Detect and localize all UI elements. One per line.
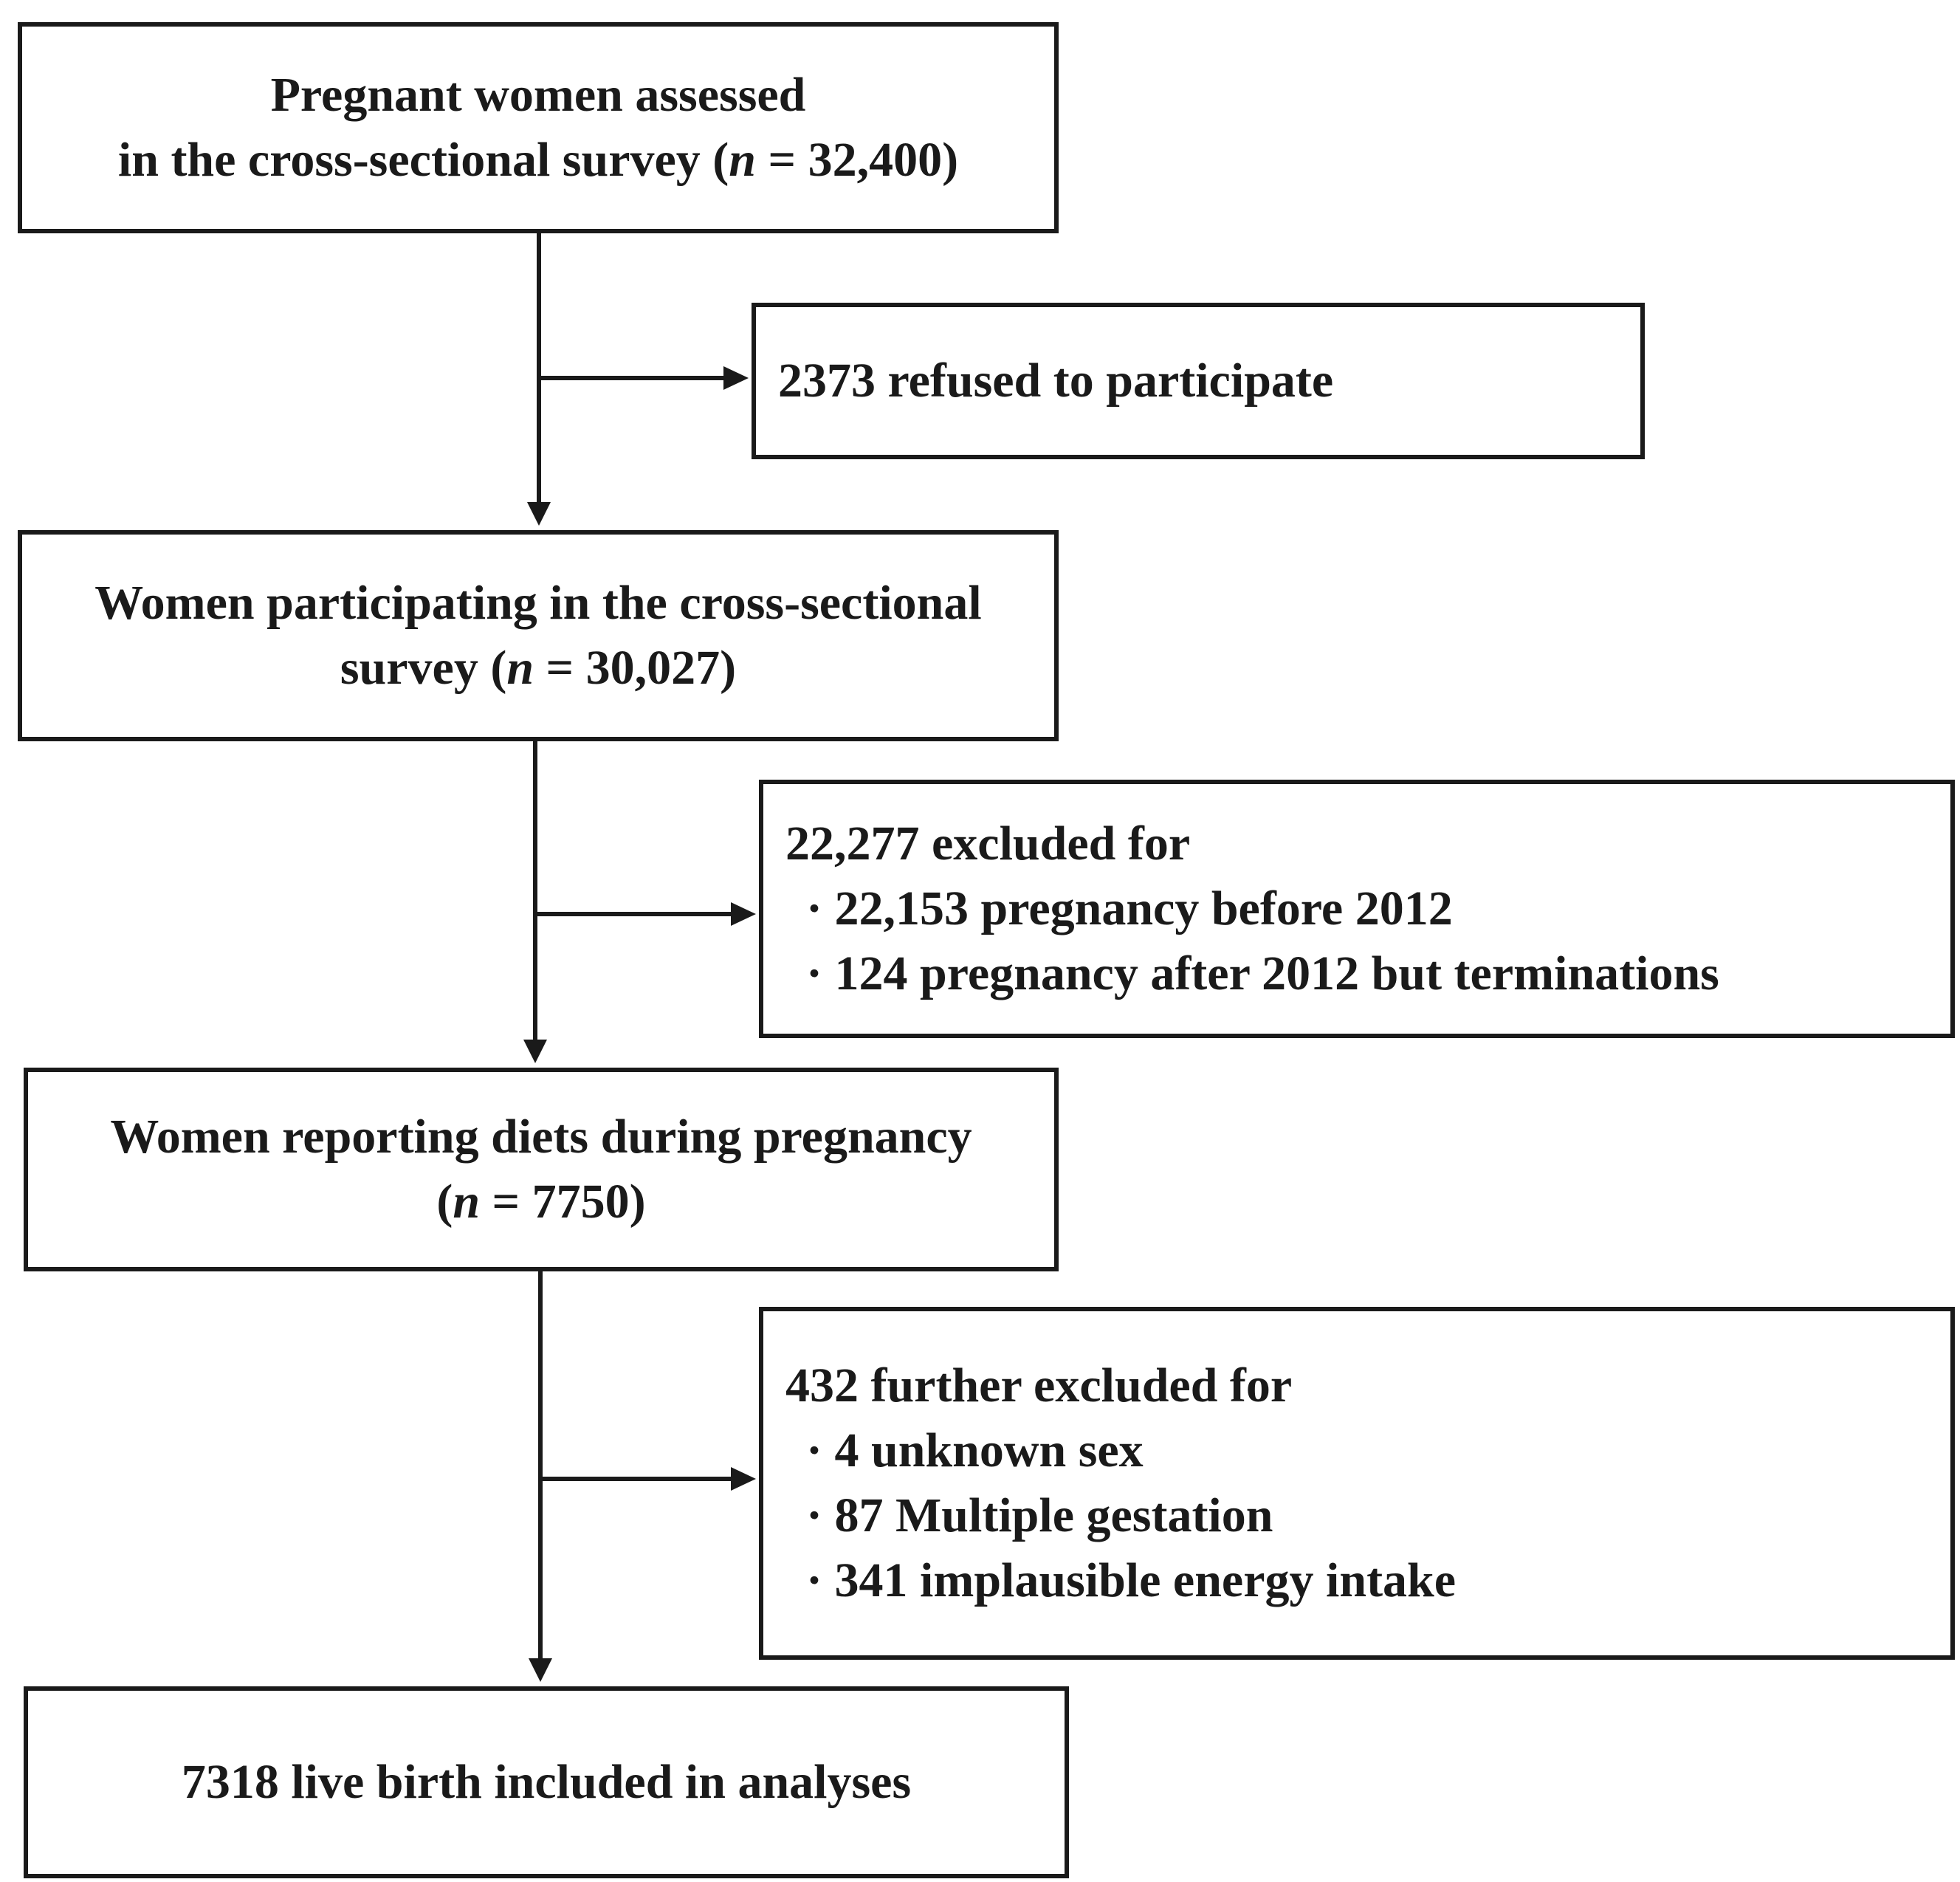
excluded-1-box: 22,277 excluded for · 22,153 pregnancy b…: [759, 780, 1955, 1038]
participating-n-symbol: n: [506, 641, 534, 695]
diet-line-1: Women reporting diets during pregnancy: [110, 1110, 972, 1164]
excluded-1-item: · 124 pregnancy after 2012 but terminati…: [806, 947, 1719, 1000]
refused-text: 2373 refused to participate: [778, 354, 1334, 408]
excluded-2-heading: 432 further excluded for: [785, 1359, 1293, 1412]
assessed-line-2-pre: in the cross-sectional survey (: [117, 133, 729, 187]
excluded-1-heading: 22,277 excluded for: [785, 817, 1191, 870]
arrowhead-refused: [723, 366, 749, 390]
diet-line-2-post: = 7750): [480, 1175, 646, 1229]
participating-line-2: survey (n = 30,027): [340, 636, 736, 701]
assessed-line-2: in the cross-sectional survey (n = 32,40…: [118, 128, 958, 193]
excluded-2-item: · 341 implausible energy intake: [806, 1553, 1457, 1607]
participating-line-2-pre: survey (: [340, 641, 507, 695]
participating-line-2-post: = 30,027): [534, 641, 737, 695]
included-box: 7318 live birth included in analyses: [24, 1686, 1069, 1878]
included-text: 7318 live birth included in analyses: [181, 1755, 912, 1809]
excluded-2-box: 432 further excluded for · 4 unknown sex…: [759, 1307, 1955, 1660]
assessed-line-2-post: = 32,400): [755, 133, 959, 187]
refused-box: 2373 refused to participate: [752, 303, 1645, 459]
assessed-line-1: Pregnant women assessed: [270, 68, 806, 122]
diet-line-2: (n = 7750): [436, 1170, 645, 1234]
assessed-n-symbol: n: [729, 133, 756, 187]
participating-box: Women participating in the cross-section…: [18, 530, 1059, 741]
arrowhead-excluded-1: [731, 902, 756, 926]
participating-line-1: Women participating in the cross-section…: [94, 576, 982, 630]
diet-n-symbol: n: [453, 1175, 481, 1229]
diet-box: Women reporting diets during pregnancy (…: [24, 1068, 1059, 1271]
arrowhead-participating: [527, 502, 551, 526]
diet-line-2-pre: (: [436, 1175, 453, 1229]
assessed-box: Pregnant women assessed in the cross-sec…: [18, 22, 1059, 233]
arrowhead-excluded-2: [731, 1467, 756, 1491]
excluded-2-item: · 87 Multiple gestation: [806, 1488, 1273, 1542]
arrowhead-included: [529, 1658, 552, 1682]
arrowhead-diet: [523, 1040, 547, 1063]
excluded-2-item: · 4 unknown sex: [806, 1423, 1144, 1477]
excluded-1-item: · 22,153 pregnancy before 2012: [806, 882, 1453, 935]
